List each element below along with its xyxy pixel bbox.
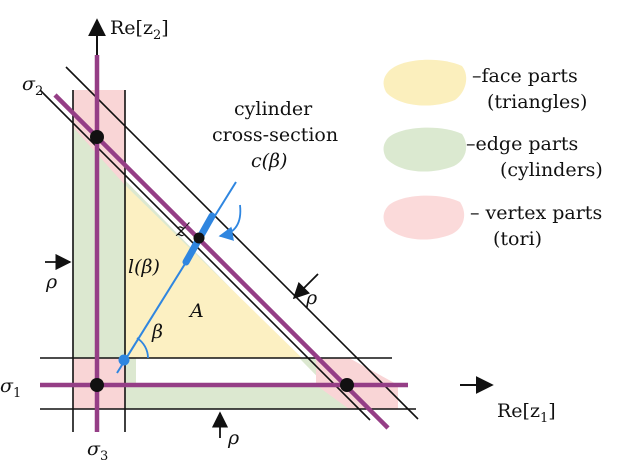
vertex-dot-bottom-right xyxy=(340,378,354,392)
sigma1-label: σ1 xyxy=(0,375,21,401)
area-A-label: A xyxy=(188,300,204,322)
sigma3-label: σ3 xyxy=(87,438,108,461)
cross-section-line xyxy=(116,181,237,374)
annotation-line-1: cylinder xyxy=(234,98,313,120)
legend: –face parts (triangles) –edge parts (cyl… xyxy=(383,59,603,250)
sigma2-line xyxy=(53,93,390,430)
annotation-pointer xyxy=(218,204,242,241)
legend-swatch-edge xyxy=(383,127,467,172)
annotation-line-3: c(β) xyxy=(251,150,287,172)
legend-face-line2: (triangles) xyxy=(487,91,587,113)
sigma2-label: σ2 xyxy=(22,73,43,99)
z-prime-label: z′ xyxy=(175,219,191,241)
legend-swatch-vertex xyxy=(383,195,465,240)
rho-label-bottom: ρ xyxy=(227,427,240,449)
legend-edge-line2: (cylinders) xyxy=(500,159,603,181)
y-axis-label: Re[z​2] xyxy=(110,17,169,43)
vertex-dot-top xyxy=(90,130,104,144)
rho-arrow-diagonal xyxy=(292,273,319,300)
boundary-diagonal-outer xyxy=(65,66,419,420)
rho-label-left: ρ xyxy=(45,271,58,293)
z-prime-dot xyxy=(193,232,205,244)
beta-angle-arc xyxy=(136,337,149,359)
cross-section-base-point xyxy=(118,354,130,366)
legend-vertex-line1: – vertex parts xyxy=(470,202,602,224)
vertex-dot-bottom-left xyxy=(90,378,104,392)
annotation-line-2: cross-section xyxy=(212,124,338,146)
legend-edge-line1: –edge parts xyxy=(466,133,578,155)
face-region xyxy=(125,185,302,358)
beta-label: β xyxy=(151,321,163,343)
l-beta-label: l(β) xyxy=(128,256,160,278)
legend-swatch-face xyxy=(383,59,467,106)
legend-vertex-line2: (tori) xyxy=(493,228,542,250)
legend-face-line1: –face parts xyxy=(472,65,578,87)
rho-label-diagonal: ρ xyxy=(305,287,318,309)
x-axis-label: Re[z1] xyxy=(497,400,556,426)
